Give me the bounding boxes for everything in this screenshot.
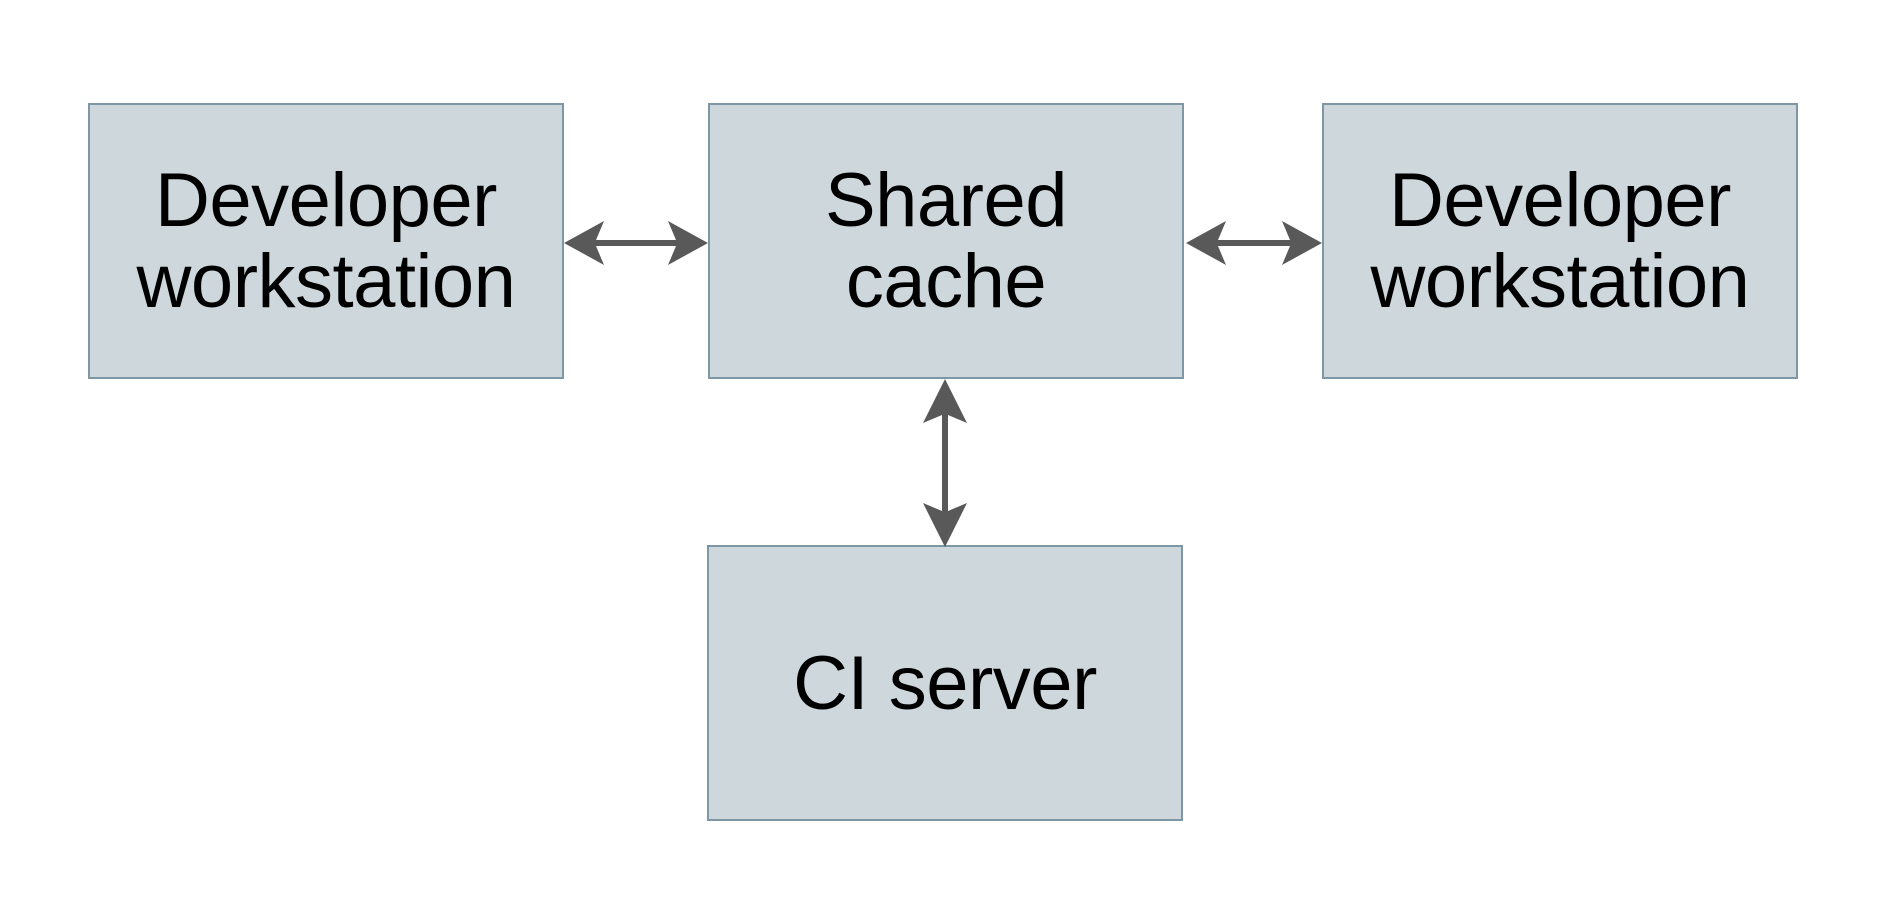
- node-developer-workstation-left[interactable]: Developer workstation: [88, 103, 564, 379]
- node-label: Developer workstation: [136, 158, 516, 324]
- double-arrow-icon-workstation-to-cache[interactable]: [560, 212, 712, 274]
- node-shared-cache[interactable]: Shared cache: [708, 103, 1184, 379]
- double-arrow-icon-cache-to-workstation[interactable]: [1182, 212, 1326, 274]
- node-label: CI server: [793, 640, 1097, 726]
- node-ci-server[interactable]: CI server: [707, 545, 1183, 821]
- node-developer-workstation-right[interactable]: Developer workstation: [1322, 103, 1798, 379]
- node-label: Developer workstation: [1370, 158, 1750, 324]
- double-arrow-icon-cache-to-ci-server[interactable]: [914, 375, 976, 551]
- node-label: Shared cache: [824, 158, 1068, 324]
